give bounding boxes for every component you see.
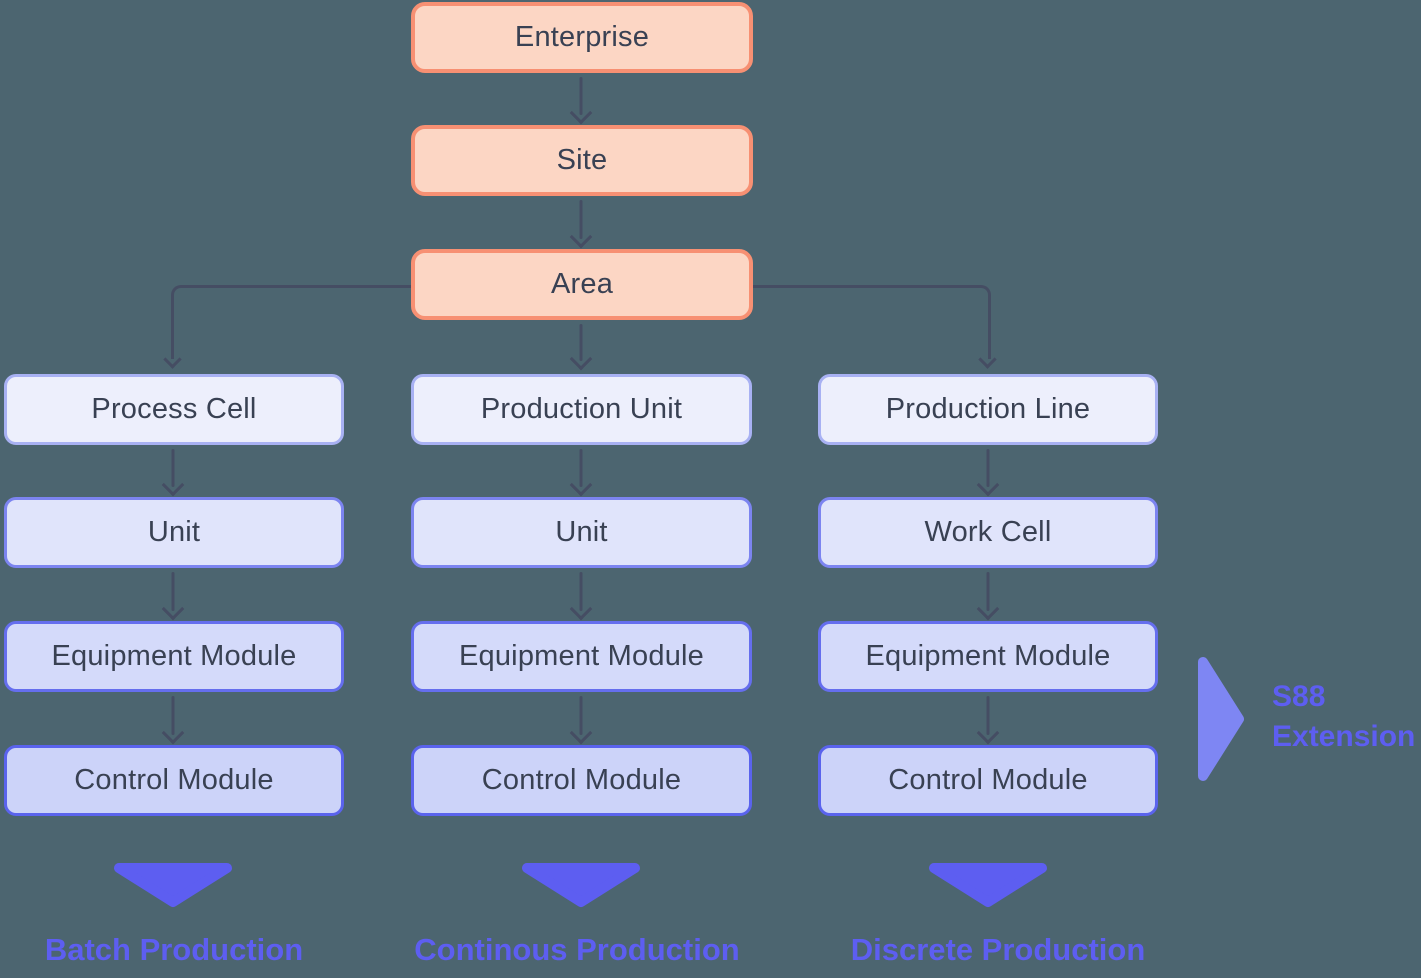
- node-batch-equipment-module-label: Equipment Module: [51, 640, 297, 672]
- node-continuous-equipment-module: Equipment Module: [411, 621, 752, 692]
- node-production-unit-label: Production Unit: [480, 393, 683, 425]
- node-production-line-label: Production Line: [885, 393, 1091, 425]
- s88-extension-label: S88 Extension: [1272, 677, 1415, 757]
- node-batch-unit: Unit: [4, 497, 344, 568]
- arrow-production-line-to-work-cell: [975, 449, 1001, 493]
- arrow-process-cell-to-unit: [160, 449, 186, 493]
- node-enterprise-label: Enterprise: [514, 21, 650, 53]
- s88-extension-line2: Extension: [1272, 720, 1416, 753]
- node-enterprise: Enterprise: [411, 2, 753, 73]
- branch-connector-left: [171, 285, 411, 359]
- arrow-continuous-equipment-to-control-module: [568, 696, 594, 741]
- node-continuous-control-module-label: Control Module: [481, 764, 682, 796]
- node-work-cell-label: Work Cell: [924, 516, 1052, 548]
- node-continuous-control-module: Control Module: [411, 745, 752, 816]
- node-process-cell-label: Process Cell: [91, 393, 257, 425]
- triangle-down-batch-icon: [114, 863, 232, 907]
- arrow-discrete-equipment-to-control-module: [975, 696, 1001, 741]
- arrow-continuous-unit-to-equipment-module: [568, 572, 594, 617]
- node-continuous-unit-label: Unit: [555, 516, 608, 548]
- node-area-label: Area: [550, 268, 614, 300]
- label-batch-production: Batch Production: [44, 932, 304, 967]
- node-discrete-equipment-module: Equipment Module: [818, 621, 1158, 692]
- node-area: Area: [411, 249, 753, 320]
- node-batch-control-module-label: Control Module: [74, 764, 274, 796]
- node-production-unit: Production Unit: [411, 374, 752, 445]
- node-process-cell: Process Cell: [4, 374, 344, 445]
- node-site-label: Site: [556, 144, 608, 176]
- node-discrete-equipment-module-label: Equipment Module: [865, 640, 1111, 672]
- triangle-down-continuous-icon: [522, 863, 640, 907]
- label-discrete-production: Discrete Production: [850, 932, 1146, 967]
- branch-connector-right: [753, 285, 991, 359]
- arrow-batch-unit-to-equipment-module: [160, 572, 186, 617]
- node-production-line: Production Line: [818, 374, 1158, 445]
- triangle-down-discrete-icon: [929, 863, 1047, 907]
- node-batch-equipment-module: Equipment Module: [4, 621, 344, 692]
- triangle-right-s88-icon: [1198, 657, 1244, 781]
- arrow-area-to-production-unit: [568, 324, 594, 367]
- arrow-batch-equipment-to-control-module: [160, 696, 186, 741]
- arrow-production-unit-to-unit: [568, 449, 594, 493]
- node-discrete-control-module: Control Module: [818, 745, 1158, 816]
- node-continuous-equipment-module-label: Equipment Module: [458, 640, 704, 672]
- node-continuous-unit: Unit: [411, 497, 752, 568]
- node-batch-unit-label: Unit: [147, 516, 201, 548]
- arrow-enterprise-to-site: [568, 77, 594, 121]
- node-site: Site: [411, 125, 753, 196]
- s88-extension-line1: S88: [1272, 680, 1326, 713]
- node-discrete-control-module-label: Control Module: [888, 764, 1088, 796]
- arrow-site-to-area: [568, 200, 594, 245]
- label-continuous-production: Continous Production: [414, 932, 740, 967]
- arrow-work-cell-to-equipment-module: [975, 572, 1001, 617]
- node-work-cell: Work Cell: [818, 497, 1158, 568]
- node-batch-control-module: Control Module: [4, 745, 344, 816]
